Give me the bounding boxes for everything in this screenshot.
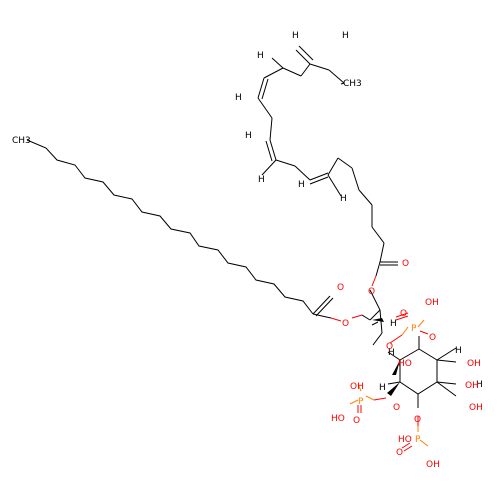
glycerol-oxygen-label: O xyxy=(386,342,393,352)
phosphodiester-linkage xyxy=(389,312,429,344)
ring-h-label: H xyxy=(476,380,483,390)
ch3-stearoyl-label: CH3 xyxy=(12,136,31,146)
h-alkene-label: H xyxy=(292,31,299,41)
hydroxyl-label: OH xyxy=(426,460,440,470)
ring-oxygen-label: O xyxy=(393,403,400,413)
phosphorus-label: P xyxy=(415,435,421,445)
ring-oxygen-label: O xyxy=(414,415,421,425)
linolenoyl-chain xyxy=(257,45,398,287)
ester-oxygen-label: O xyxy=(342,319,349,329)
ch3-linolenoyl-label: CH3 xyxy=(343,79,362,89)
phosphorus-label: P xyxy=(358,397,364,407)
phosphoryl-oxygen-label: O xyxy=(396,448,403,458)
ring-h-label: H xyxy=(455,346,462,356)
phosphate-groups xyxy=(349,383,429,452)
ester-oxygen-label: O xyxy=(368,287,375,297)
h-alkene-label: H xyxy=(258,175,265,185)
h-alkene-label: H xyxy=(298,180,305,190)
ring-hydroxyl-label: OH xyxy=(469,403,483,413)
glycerol-backbone xyxy=(369,289,384,346)
stearoyl-chain xyxy=(26,139,371,322)
phosphorus-label: P xyxy=(411,324,417,334)
hydroxyl-label: OH xyxy=(425,298,439,308)
carbonyl-oxygen-label: O xyxy=(337,283,344,293)
atom-labels: CH3 CH3 H H H H H H H H O O O O H O P OH… xyxy=(12,31,483,470)
hydroxyl-label: HO xyxy=(398,435,412,445)
h-alkene-label: H xyxy=(340,194,347,204)
ring-hydroxyl-label: OH xyxy=(467,359,481,369)
ring-hydroxyl-label: HO xyxy=(398,359,412,369)
ring-h-label: H xyxy=(379,383,386,393)
phosphoryl-oxygen-label: O xyxy=(400,309,407,319)
h-alkene-label: H xyxy=(235,93,242,103)
phosphoryl-oxygen-label: O xyxy=(353,416,360,426)
ring-h-label: H xyxy=(388,348,395,358)
carbonyl-oxygen-label: O xyxy=(402,259,409,269)
ring-oxygen-label: O xyxy=(429,333,436,343)
h-alkene-label: H xyxy=(257,51,264,61)
inositol-ring xyxy=(387,336,457,408)
glycerol-h-label: H xyxy=(390,319,397,329)
hydroxyl-label: HO xyxy=(331,414,345,424)
h-alkene-label: H xyxy=(245,131,252,141)
ring-hydroxyl-label: OH xyxy=(465,381,479,391)
hydroxyl-label: OH xyxy=(350,382,364,392)
h-alkene-label: H xyxy=(342,31,349,41)
